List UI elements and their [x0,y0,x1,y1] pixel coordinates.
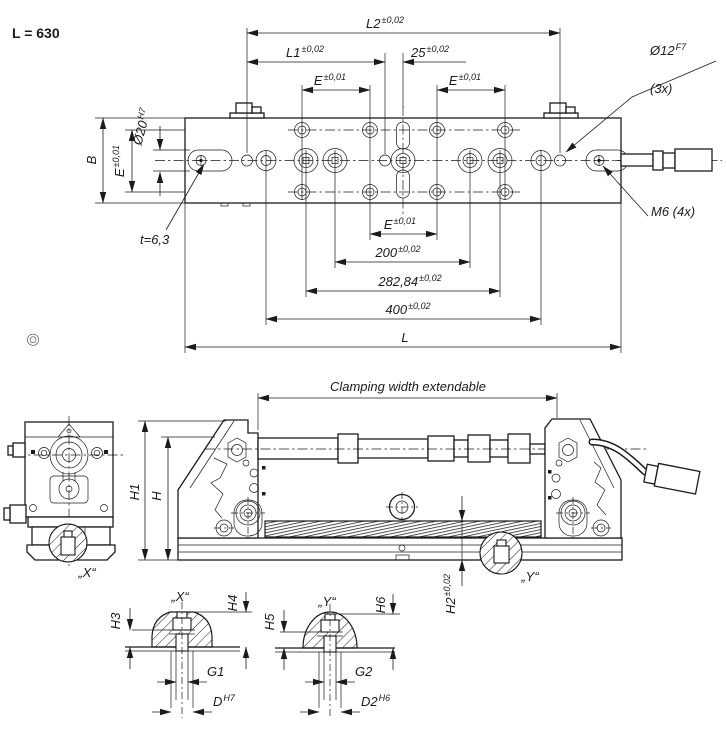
dim-h4-label: H4 [225,595,240,612]
detail-y: „Y“ H5 H6 G2 D2H6 [262,594,400,718]
dim-t-label: t=6,3 [140,232,170,247]
spindle [205,433,648,464]
slot-screw-left [195,155,207,166]
right-jaw-nut [558,437,578,463]
dim-400-label: 400±0,02 [385,301,430,317]
spindle-handle-top [615,148,722,172]
assembly-view: Clamping width extendable H1 H H2±0,02 „… [127,379,701,614]
dim-25-label: 25±0,02 [410,44,449,60]
dim-dia12-count: (3x) [650,81,672,96]
page-title: L = 630 [12,25,60,41]
dim-h-label: H [149,491,164,501]
detail-y-ref-label: „Y“ [520,569,539,584]
detail-x-marker [48,523,88,563]
dim-dia12-label: Ø12F7 [649,42,687,58]
dim-b-label: B [84,155,99,164]
dim-h1-label: H1 [127,484,142,501]
base-rail [177,537,623,561]
detail-y-title: „Y“ [317,594,336,609]
front-left-fitting [12,442,26,458]
detail-x-ref-label: „X“ [77,565,96,580]
detail-x-title: „X“ [170,589,189,604]
center-slot-lower [396,169,410,199]
tslot-left [187,149,233,172]
dim-d2-label: D2H6 [361,693,390,709]
dim-h2-label: H2±0,02 [442,574,458,614]
slot-screw-right [593,155,605,166]
clamp-block-right [543,102,579,119]
top-view: L2±0,02 L1±0,02 25±0,02 E±0,01 E±0,01 B … [84,15,722,353]
dim-d-label: DH7 [213,693,236,709]
dim-m6-label: M6 (4x) [651,204,695,219]
left-jaw [177,419,266,539]
serrated-rack [264,520,542,538]
front-screw [27,333,39,346]
dim-e-bottom-label: E±0,01 [384,216,416,232]
dim-l-label: L [401,330,408,345]
dim-g1-label: G1 [207,664,224,679]
crank-handle [588,438,701,495]
dim-200-label: 200±0,02 [374,244,420,260]
dim-282-label: 282,84±0,02 [377,273,441,289]
dim-h5-label: H5 [262,613,277,630]
dim-h3-label: H3 [108,612,123,629]
dim-clamping-label: Clamping width extendable [330,379,486,394]
front-view: „X“ [3,333,123,580]
detail-x: „X“ H3 H4 G1 DH7 [108,589,252,718]
detail-y-marker [479,531,523,575]
front-spindle-end [9,504,27,524]
left-jaw-nut [227,437,247,463]
dim-e-vert-label: E±0,01 [111,145,127,177]
dim-e-topright-label: E±0,01 [449,72,481,88]
dim-e-topleft-label: E±0,01 [314,72,346,88]
dim-g2-label: G2 [355,664,373,679]
right-jaw [544,418,622,539]
dim-dia20-label: Ø20H7 [128,106,154,148]
dim-h6-label: H6 [373,596,388,613]
center-slot-upper [396,121,410,150]
dim-l1-label: L1±0,02 [286,44,324,60]
plate-notch [220,202,229,207]
leader-dia12 [565,60,717,153]
leader-t [165,163,205,231]
dim-l2-label: L2±0,02 [366,15,404,31]
plate-notch [242,202,251,207]
leader-m6 [602,165,649,217]
